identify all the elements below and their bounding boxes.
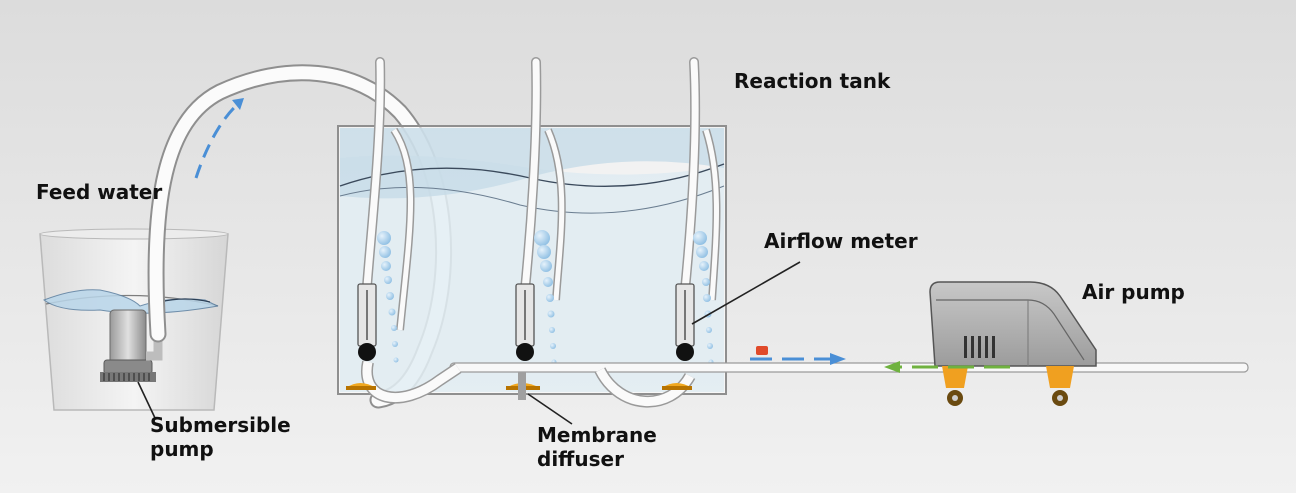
air-tubes — [361, 57, 721, 331]
air-pump-icon — [929, 281, 1097, 406]
reaction-tank-label: Reaction tank — [734, 69, 891, 93]
air-pump-label: Air pump — [1082, 280, 1185, 304]
indicator-light — [756, 346, 768, 355]
outlet-flow-arrow — [750, 353, 846, 365]
feed-water-label: Feed water — [36, 180, 163, 204]
air-line — [449, 362, 1249, 373]
water-flow-arrow — [194, 98, 244, 179]
airflow-meter-leader — [691, 261, 801, 325]
airflow-meter-label: Airflow meter — [764, 229, 918, 253]
airflow-meter-icon — [357, 283, 695, 361]
membrane-diffuser-leader — [527, 393, 573, 425]
submersible-pump-leader — [137, 381, 156, 419]
submersible-pump-label: Submersible pump — [150, 413, 291, 462]
air-flow-arrow — [884, 361, 1010, 373]
air-bubbles-icon — [377, 230, 714, 365]
membrane-diffuser-label: Membrane diffuser — [537, 423, 657, 472]
membrane-diffuser-icon — [346, 372, 692, 400]
